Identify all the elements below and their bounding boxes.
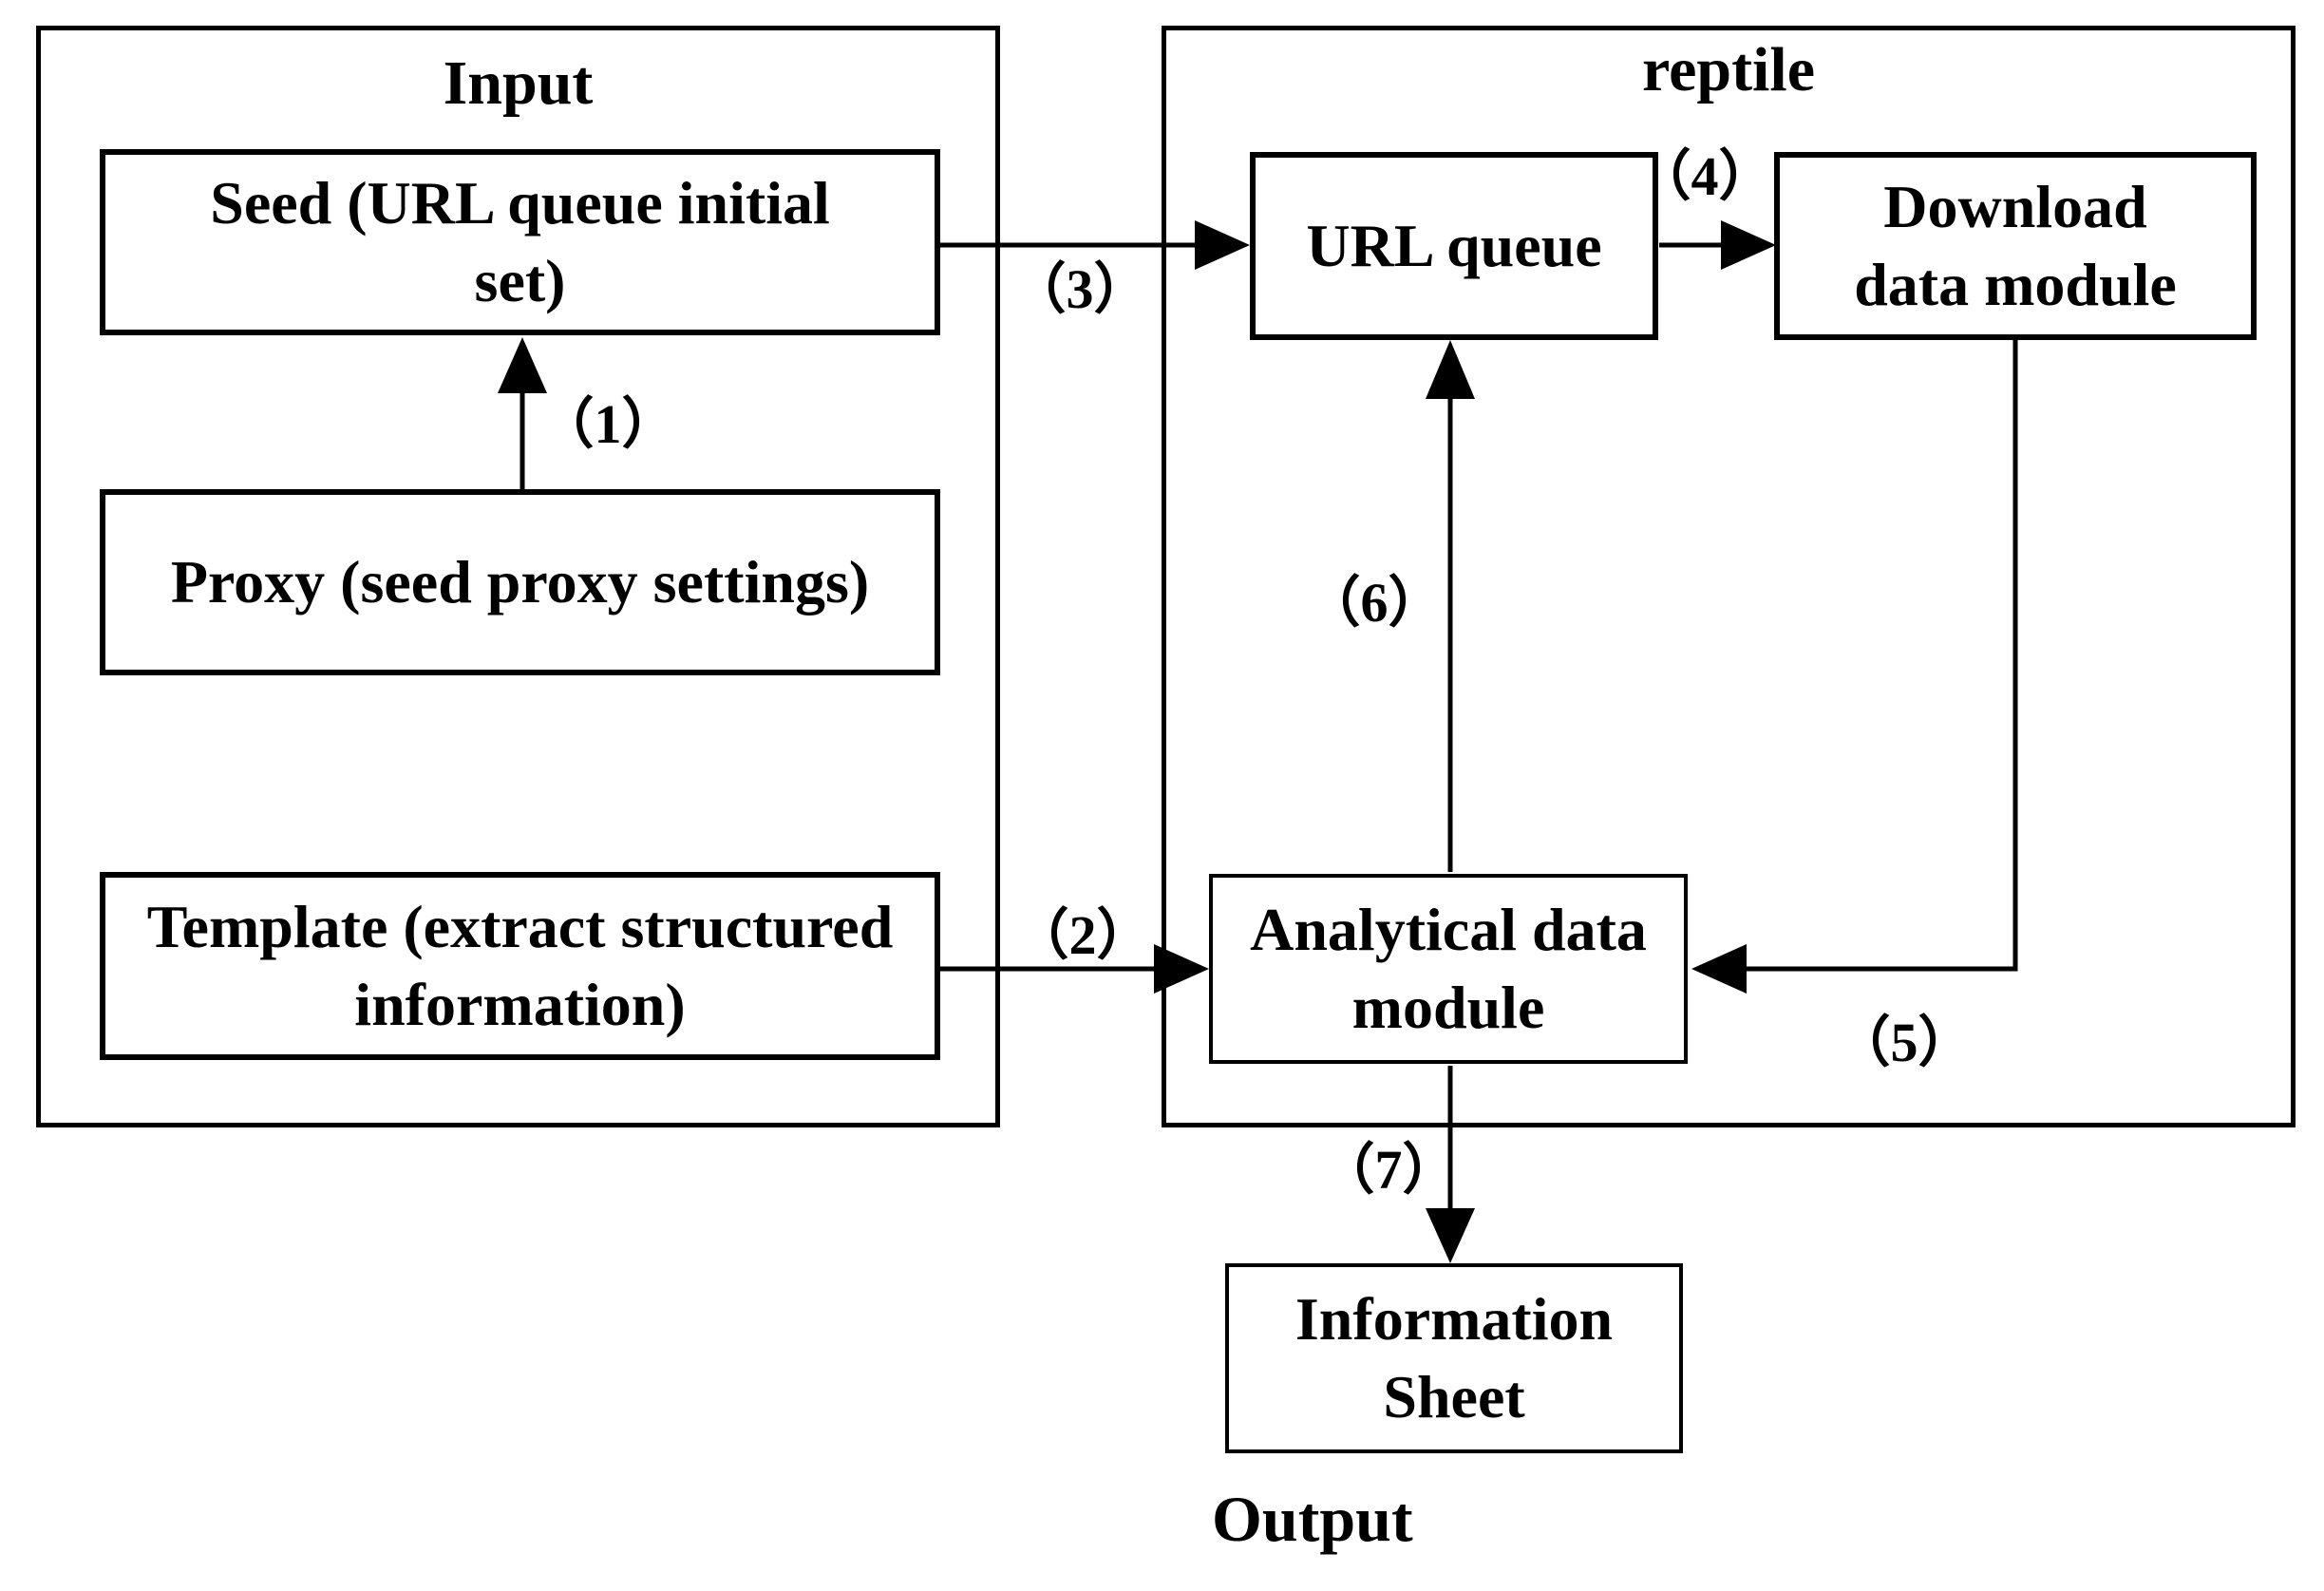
output-caption: Output xyxy=(1212,1483,1413,1555)
reptile-container xyxy=(1162,26,2296,1127)
proxy-box: Proxy (seed proxy settings) xyxy=(100,489,940,675)
input-container-title: Input xyxy=(443,48,594,118)
analytical-data-module-box: Analytical data module xyxy=(1209,874,1688,1064)
arrow-4-label: （4） xyxy=(1635,145,1774,207)
arrow-1-label: （1） xyxy=(538,393,677,455)
arrow-5-label: （5） xyxy=(1835,1012,1974,1073)
arrow-2-label: （2） xyxy=(1013,904,1152,966)
proxy-box-label: Proxy (seed proxy settings) xyxy=(170,548,870,616)
seed-box: Seed (URL queue initial set) xyxy=(100,149,940,335)
download-data-module-box: Download data module xyxy=(1774,152,2257,340)
seed-box-label: Seed (URL queue initial set) xyxy=(210,169,830,314)
download-data-module-label: Download data module xyxy=(1854,173,2177,318)
input-container xyxy=(36,26,1000,1127)
analytical-data-module-label: Analytical data module xyxy=(1250,896,1647,1041)
arrow-7-label: （7） xyxy=(1319,1139,1458,1201)
template-box: Template (extract structured information… xyxy=(100,872,940,1060)
arrow-3-label: （3） xyxy=(1011,258,1149,320)
url-queue-box: URL queue xyxy=(1250,152,1658,340)
information-sheet-label: Information Sheet xyxy=(1294,1285,1614,1430)
arrow-7-head xyxy=(1426,1208,1475,1263)
arrow-6-label: （6） xyxy=(1305,572,1444,634)
information-sheet-box: Information Sheet xyxy=(1225,1263,1683,1453)
url-queue-box-label: URL queue xyxy=(1306,212,1602,280)
template-box-label: Template (extract structured information… xyxy=(146,893,894,1038)
reptile-container-title: reptile xyxy=(1641,35,1816,104)
